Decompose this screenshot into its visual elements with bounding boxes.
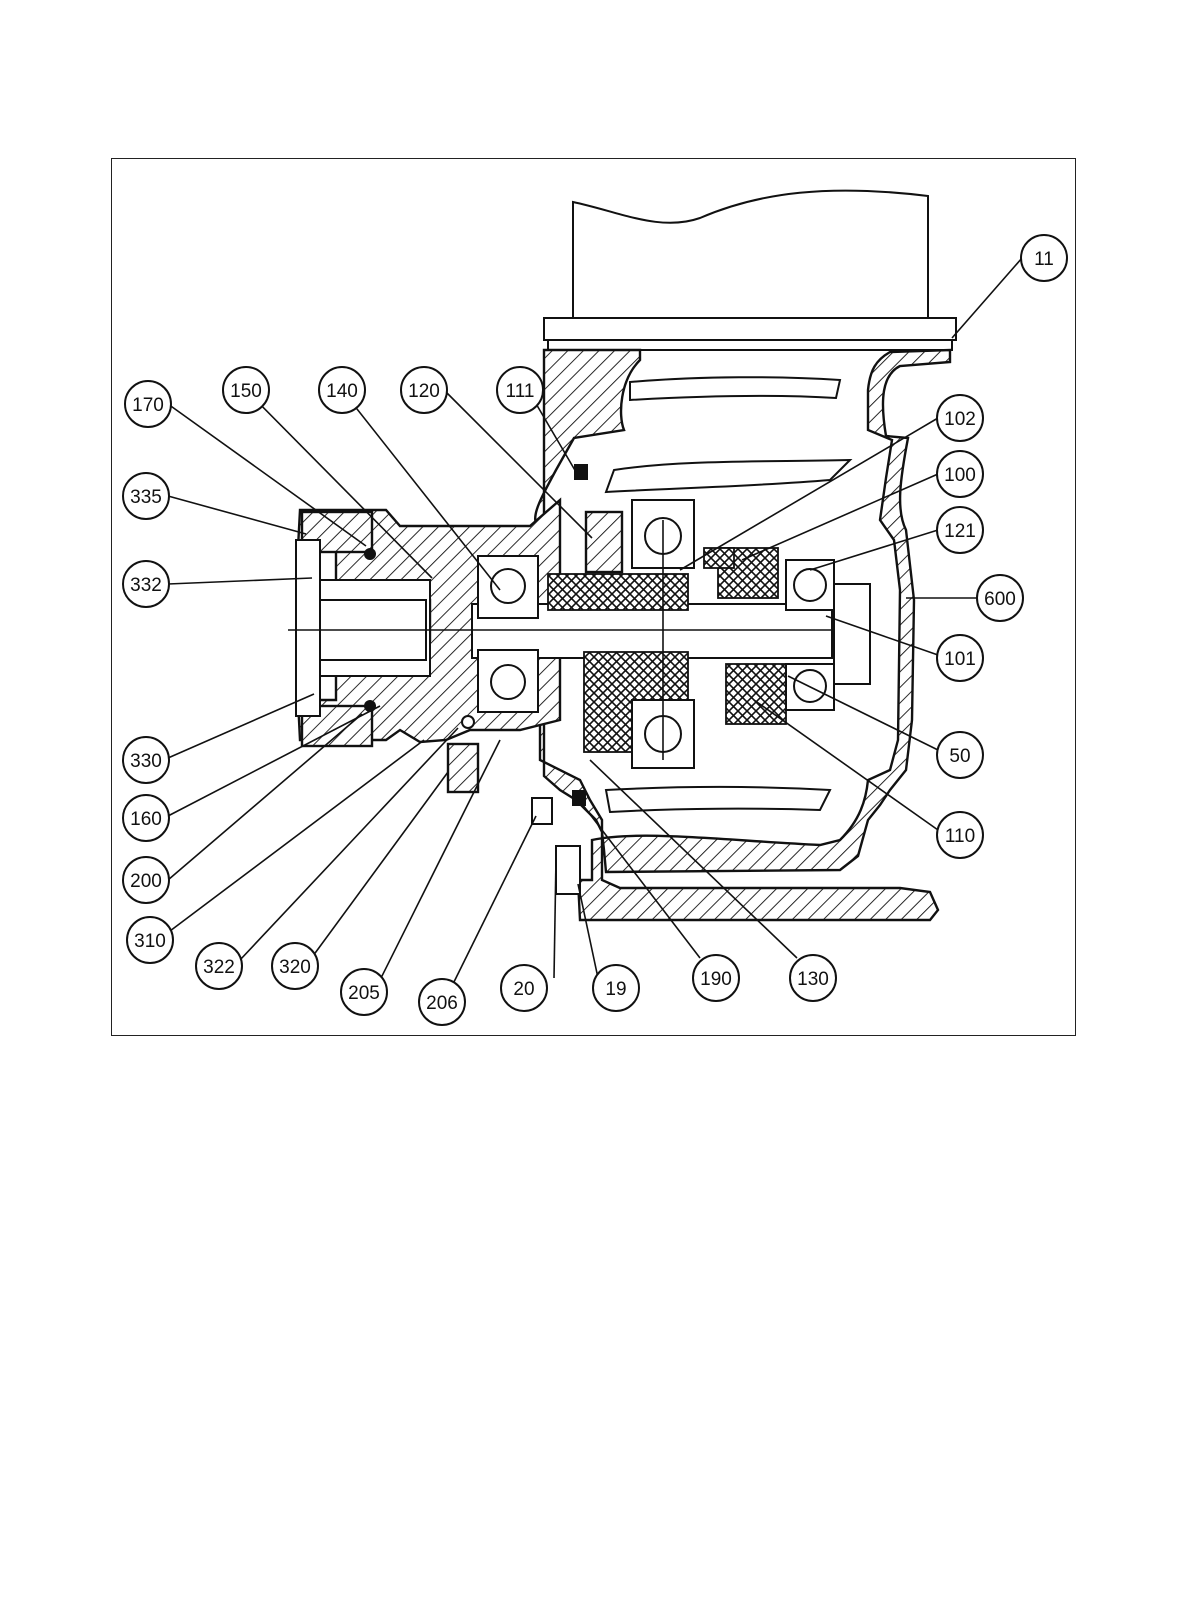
callout-330: 330 <box>123 737 169 783</box>
callout-130: 130 <box>790 955 836 1001</box>
svg-text:100: 100 <box>944 465 976 486</box>
svg-text:332: 332 <box>130 575 162 596</box>
callout-332: 332 <box>123 561 169 607</box>
svg-text:19: 19 <box>605 979 626 1000</box>
callout-320: 320 <box>272 943 318 989</box>
svg-text:160: 160 <box>130 809 162 830</box>
svg-text:11: 11 <box>1034 249 1054 270</box>
callout-600: 600 <box>977 575 1023 621</box>
callout-205: 205 <box>341 969 387 1015</box>
callout-100: 100 <box>937 451 983 497</box>
callout-19: 19 <box>593 965 639 1011</box>
callout-120: 120 <box>401 367 447 413</box>
callout-110: 110 <box>937 812 983 858</box>
svg-text:200: 200 <box>130 871 162 892</box>
callout-206: 206 <box>419 979 465 1025</box>
callout-121: 121 <box>937 507 983 553</box>
svg-text:110: 110 <box>945 826 975 847</box>
svg-text:101: 101 <box>944 649 976 670</box>
callout-111: 111 <box>497 367 543 413</box>
callout-335: 335 <box>123 473 169 519</box>
callout-160: 160 <box>123 795 169 841</box>
callout-50: 50 <box>937 732 983 778</box>
svg-text:170: 170 <box>132 395 164 416</box>
svg-text:102: 102 <box>944 409 976 430</box>
svg-text:190: 190 <box>700 969 732 990</box>
callout-101: 101 <box>937 635 983 681</box>
callout-170: 170 <box>125 381 171 427</box>
svg-text:140: 140 <box>326 381 358 402</box>
svg-text:600: 600 <box>984 589 1016 610</box>
svg-text:320: 320 <box>279 957 311 978</box>
svg-text:335: 335 <box>130 487 162 508</box>
svg-text:120: 120 <box>408 381 440 402</box>
callout-200: 200 <box>123 857 169 903</box>
callout-322: 322 <box>196 943 242 989</box>
svg-text:111: 111 <box>506 381 535 402</box>
svg-text:330: 330 <box>130 751 162 772</box>
callout-140: 140 <box>319 367 365 413</box>
svg-text:20: 20 <box>513 979 534 1000</box>
svg-text:50: 50 <box>949 746 970 767</box>
callout-150: 150 <box>223 367 269 413</box>
callout-102: 102 <box>937 395 983 441</box>
callout-310: 310 <box>127 917 173 963</box>
svg-text:322: 322 <box>203 957 235 978</box>
callout-11: 11 <box>1021 235 1067 281</box>
svg-text:150: 150 <box>230 381 262 402</box>
svg-text:206: 206 <box>426 993 458 1014</box>
callout-20: 20 <box>501 965 547 1011</box>
callout-190: 190 <box>693 955 739 1001</box>
svg-text:310: 310 <box>134 931 166 952</box>
svg-text:130: 130 <box>797 969 829 990</box>
motor-housing <box>544 191 956 350</box>
svg-text:205: 205 <box>348 983 380 1004</box>
svg-text:121: 121 <box>944 521 976 542</box>
